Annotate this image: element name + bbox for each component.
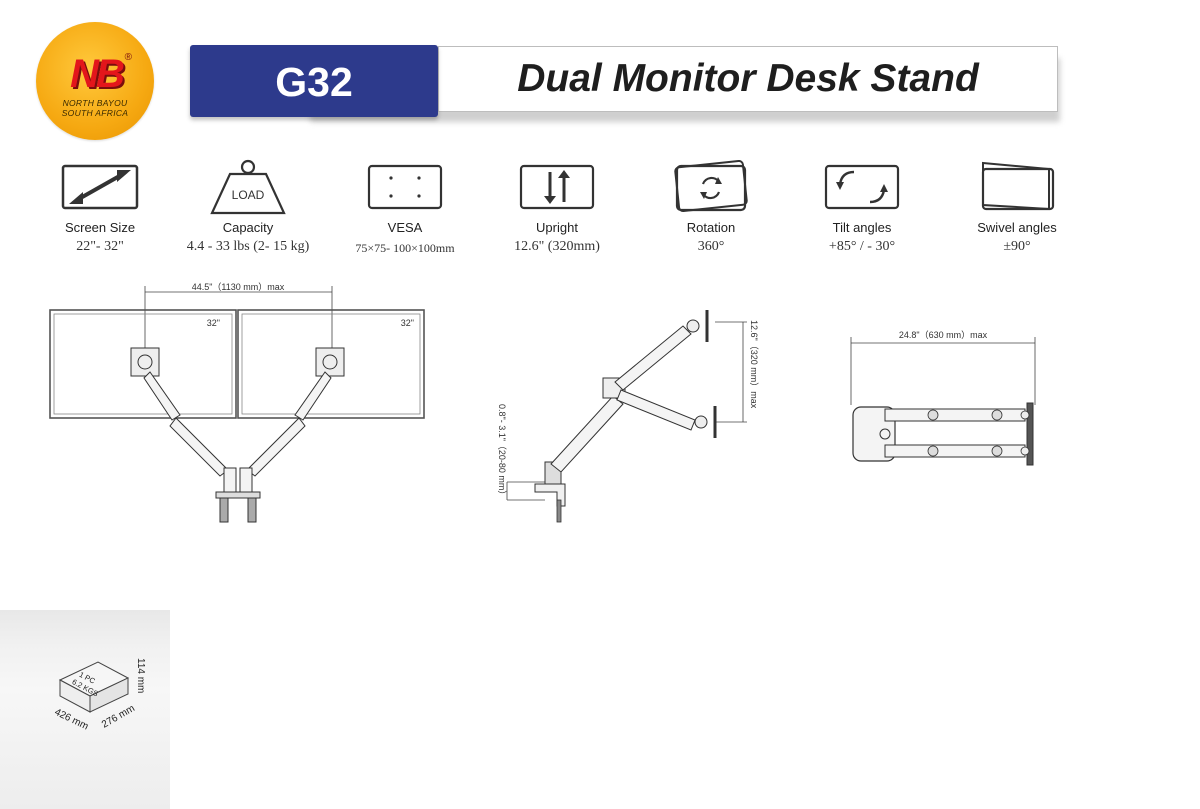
package-length: 426 mm [53,707,90,733]
spec-value: ±90° [1003,239,1031,254]
model-number: G32 [275,59,353,105]
weight-icon: LOAD [210,159,286,215]
model-badge: G32 [190,45,438,117]
spec-upright: Upright 12.6" (320mm) [487,158,627,255]
vesa-plate-icon [367,164,443,210]
left-screen-size: 32" [207,318,220,328]
side-clamp-label: 0.8"- 3.1"（20-80 mm） [497,404,507,499]
logo-registered: ® [124,52,132,63]
carton-drawing: 1 PC 6.2 KGS 114 mm 276 mm 426 mm [53,658,146,733]
right-screen-size: 32" [401,318,414,328]
spec-value: 4.4 - 33 lbs (2- 15 kg) [186,239,310,254]
weight-icon-label: LOAD [232,188,265,202]
spec-label: Swivel angles [977,220,1057,235]
top-view-drawing: 24.8"（630 mm）max [850,330,1036,466]
spec-label: Rotation [686,220,736,235]
tilt-icon [824,164,900,210]
spec-label: VESA [387,220,423,235]
spec-label: Upright [536,220,578,235]
side-height-label: 12.6"（320 mm）max [749,320,759,409]
front-view-drawing: 44.5"（1130 mm）max 32" 32" [49,282,425,523]
logo-line-2: SOUTH AFRICA [61,108,129,118]
spec-value: 360° [697,239,725,254]
top-reach-label: 24.8"（630 mm）max [899,330,988,340]
spec-label: Tilt angles [832,220,892,235]
spec-swivel: Swivel angles ±90° [947,158,1087,255]
side-view-drawing: 12.6"（320 mm）max 0.8"- 3.1"（20-80 mm） [497,310,759,523]
spec-screen-size: Screen Size 22"- 32" [30,158,170,255]
spec-value: 12.6" (320mm) [514,239,600,254]
spec-value: 22"- 32" [76,239,124,254]
logo-mark: NB [70,52,125,96]
spec-tilt: Tilt angles +85° / - 30° [792,158,932,255]
title-banner: Dual Monitor Desk Stand [438,46,1058,112]
up-down-arrows-icon [519,164,595,210]
spec-value: 75×75- 100×100mm [355,241,455,255]
spec-label: Capacity [222,220,274,235]
page-title: Dual Monitor Desk Stand [517,57,979,100]
logo-line-1: NORTH BAYOU [62,98,128,108]
spec-value: +85° / - 30° [828,239,896,254]
spec-capacity: LOAD Capacity 4.4 - 33 lbs (2- 15 kg) [178,158,318,255]
diagonal-arrow-icon [61,164,139,210]
swivel-icon [981,161,1055,211]
spec-rotation: Rotation 360° [641,158,781,255]
package-width: 276 mm [100,703,137,731]
package-height: 114 mm [135,658,146,693]
front-width-label: 44.5"（1130 mm）max [192,282,285,292]
spec-label: Screen Size [64,220,136,235]
brand-logo: NB ® NORTH BAYOU SOUTH AFRICA [36,22,154,140]
rotation-icon [674,160,748,213]
spec-vesa: VESA 75×75- 100×100mm [335,158,475,256]
